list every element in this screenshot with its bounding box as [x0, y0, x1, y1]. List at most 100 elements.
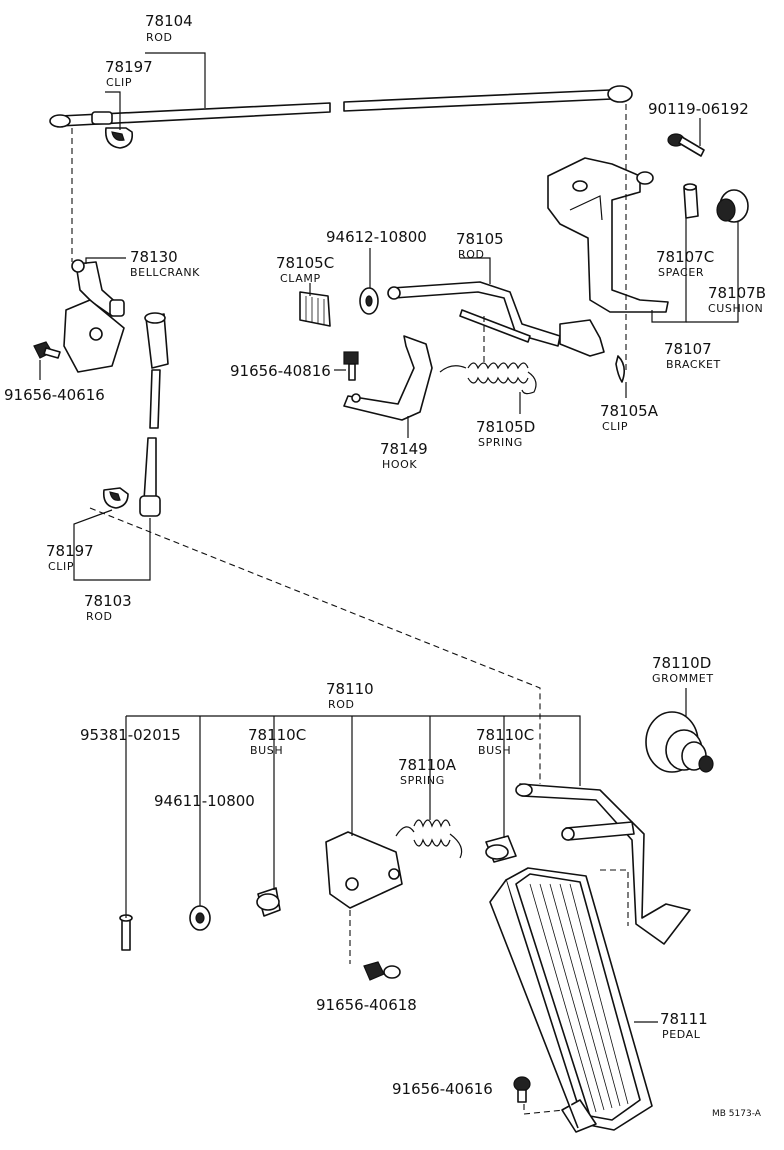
label-91656-40616-left: 91656-40616	[4, 386, 105, 404]
svg-text:78107C: 78107C	[656, 248, 714, 266]
svg-text:78107: 78107	[664, 340, 712, 358]
svg-text:78110D: 78110D	[652, 654, 711, 672]
svg-text:HOOK: HOOK	[382, 458, 417, 471]
bolt-91656-40618-drawing	[363, 961, 401, 981]
label-78110: 78110 ROD	[326, 680, 374, 711]
label-78110a: 78110A SPRING	[398, 756, 457, 787]
svg-text:94611-10800: 94611-10800	[154, 792, 255, 810]
svg-text:78105C: 78105C	[276, 254, 334, 272]
label-91656-40618: 91656-40618	[316, 996, 417, 1014]
svg-text:CUSHION: CUSHION	[708, 302, 763, 315]
svg-text:BRACKET: BRACKET	[666, 358, 721, 371]
svg-text:78110: 78110	[326, 680, 374, 698]
rod-78110-drawing	[515, 783, 691, 945]
rod-78104-drawing	[49, 85, 633, 128]
svg-text:CLIP: CLIP	[602, 420, 628, 433]
spring-78105d-drawing	[439, 362, 537, 395]
svg-text:ROD: ROD	[328, 698, 355, 711]
label-94612-10800: 94612-10800	[326, 228, 427, 246]
label-78105d: 78105D SPRING	[476, 418, 535, 449]
svg-text:91656-40618: 91656-40618	[316, 996, 417, 1014]
cushion-78107b-drawing	[716, 189, 749, 223]
label-91656-40816: 91656-40816	[230, 362, 331, 380]
hook-78149-drawing	[343, 335, 433, 421]
svg-text:BUSH: BUSH	[250, 744, 283, 757]
svg-text:78105: 78105	[456, 230, 504, 248]
svg-text:78130: 78130	[130, 248, 178, 266]
diagram-code: MB 5173-A	[712, 1109, 762, 1119]
svg-text:ROD: ROD	[458, 248, 485, 261]
pin-95381-drawing	[119, 914, 133, 951]
clip-78105a-drawing	[615, 355, 626, 383]
label-78104: 78104 ROD	[145, 12, 193, 44]
svg-text:BUSH: BUSH	[478, 744, 511, 757]
bush-left-drawing	[256, 887, 281, 917]
washer-94611-drawing	[189, 905, 211, 931]
svg-text:78110C: 78110C	[248, 726, 306, 744]
spring-78110a-drawing	[395, 819, 463, 859]
svg-text:91656-40816: 91656-40816	[230, 362, 331, 380]
svg-text:PEDAL: PEDAL	[662, 1028, 701, 1041]
label-78107c: 78107C SPACER	[656, 248, 714, 279]
svg-text:78104: 78104	[145, 12, 193, 30]
svg-text:78103: 78103	[84, 592, 132, 610]
svg-text:SPRING: SPRING	[478, 436, 523, 449]
bush-right-drawing	[485, 835, 517, 863]
grommet-78110d-drawing	[645, 711, 714, 773]
svg-text:SPRING: SPRING	[400, 774, 445, 787]
pedal-78111-drawing	[489, 867, 653, 1133]
label-78103: 78103 ROD	[84, 592, 132, 623]
dashed-alignment-lines	[71, 104, 629, 1115]
bellcrank-78130-drawing	[63, 259, 125, 373]
bolt-91656-40616-pedal-drawing	[513, 1076, 531, 1103]
svg-text:SPACER: SPACER	[658, 266, 704, 279]
washer-94612-drawing	[359, 287, 379, 315]
bolt-91656-40616-left-drawing	[33, 341, 61, 359]
svg-text:91656-40616: 91656-40616	[4, 386, 105, 404]
label-78105c: 78105C CLAMP	[276, 254, 334, 285]
svg-text:ROD: ROD	[146, 31, 173, 44]
svg-text:CLIP: CLIP	[48, 560, 74, 573]
svg-text:95381-02015: 95381-02015	[80, 726, 181, 744]
bracket-78107-drawing	[547, 157, 669, 313]
spacer-78107c-drawing	[683, 183, 699, 219]
clip-78197-top-drawing	[104, 127, 134, 149]
svg-text:CLIP: CLIP	[106, 76, 132, 89]
bolt-91656-40816-drawing	[343, 351, 359, 381]
label-78110c-right: 78110C BUSH	[476, 726, 534, 757]
label-78110c-left: 78110C BUSH	[248, 726, 306, 757]
label-78197-top: 78197 CLIP	[105, 58, 153, 89]
label-95381-02015: 95381-02015	[80, 726, 181, 744]
svg-text:78110A: 78110A	[398, 756, 457, 774]
leader-lines	[39, 52, 739, 1023]
svg-text:78197: 78197	[46, 542, 94, 560]
label-90119-06192: 90119-06192	[648, 100, 749, 118]
svg-text:78149: 78149	[380, 440, 428, 458]
clamp-78105c-drawing	[299, 291, 331, 327]
svg-text:78107B: 78107B	[708, 284, 766, 302]
label-94611-10800: 94611-10800	[154, 792, 255, 810]
label-91656-40616-pedal: 91656-40616	[392, 1080, 493, 1098]
svg-text:ROD: ROD	[86, 610, 113, 623]
svg-text:78105A: 78105A	[600, 402, 659, 420]
label-78107: 78107 BRACKET	[664, 340, 721, 371]
label-78105a: 78105A CLIP	[600, 402, 659, 433]
svg-text:BELLCRANK: BELLCRANK	[130, 266, 200, 279]
svg-text:91656-40616: 91656-40616	[392, 1080, 493, 1098]
svg-text:GROMMET: GROMMET	[652, 672, 714, 685]
svg-text:90119-06192: 90119-06192	[648, 100, 749, 118]
label-78111: 78111 PEDAL	[660, 1010, 708, 1041]
label-78130: 78130 BELLCRANK	[130, 248, 200, 279]
svg-text:CLAMP: CLAMP	[280, 272, 321, 285]
svg-text:78105D: 78105D	[476, 418, 535, 436]
svg-text:78197: 78197	[105, 58, 153, 76]
clip-78197-low-drawing	[102, 487, 129, 509]
pedal-bracket-drawing	[325, 831, 403, 909]
bolt-90119-drawing	[667, 133, 705, 157]
svg-text:78110C: 78110C	[476, 726, 534, 744]
label-78107b: 78107B CUSHION	[708, 284, 766, 315]
rod-78105-drawing	[387, 281, 605, 357]
svg-text:94612-10800: 94612-10800	[326, 228, 427, 246]
label-78197-low: 78197 CLIP	[46, 542, 94, 573]
